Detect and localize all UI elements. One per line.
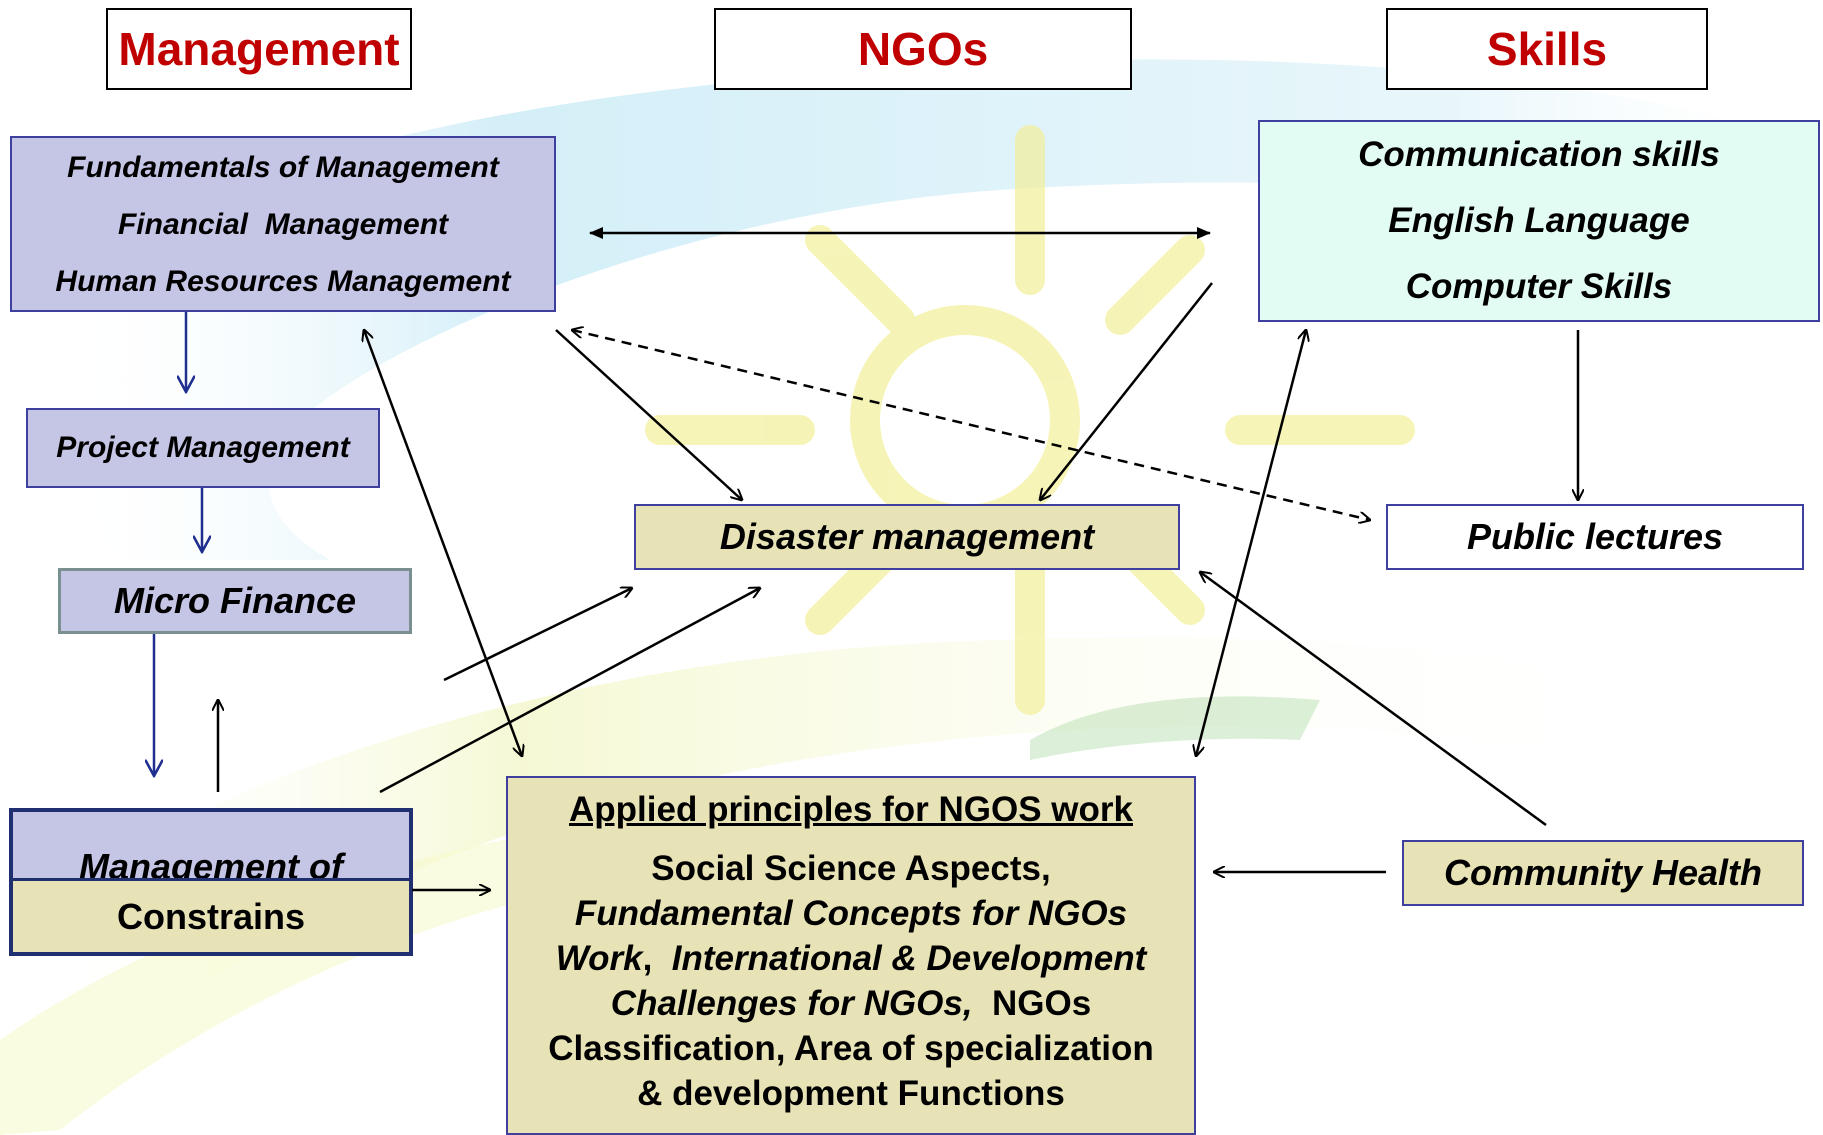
applied-line-challenges: Challenges for NGOs, NGOs (548, 981, 1154, 1026)
arrow-constrains-disaster (379, 588, 760, 794)
micro-finance-box: Micro Finance (58, 568, 412, 634)
header-skills-label: Skills (1486, 23, 1608, 75)
header-management-label: Management (118, 23, 400, 75)
arrow-skills-disaster (1040, 282, 1213, 500)
public-lectures-box: Public lectures (1386, 504, 1804, 570)
header-ngos-label: NGOs (857, 23, 989, 75)
arrow-community-disaster (1200, 572, 1547, 827)
arrow-skills-applied (1196, 330, 1306, 756)
applied-comma: , (642, 939, 672, 978)
skills-topic-communication: Communication skills (1358, 135, 1720, 174)
community-health-box: Community Health (1402, 840, 1804, 906)
community-health-label: Community Health (1443, 852, 1763, 893)
management-of-part: Management of (13, 812, 409, 887)
constrains-part: Constrains (13, 878, 409, 952)
project-management-label: Project Management (56, 431, 350, 464)
applied-principles-title: Applied principles for NGOS work (569, 790, 1133, 829)
arrow-management-public-lectures-dashed (572, 330, 1370, 520)
header-skills: Skills (1386, 8, 1708, 90)
applied-line-fundamental-concepts: Fundamental Concepts for NGOs (574, 894, 1128, 933)
applied-line-development: & development Functions (637, 1074, 1065, 1113)
applied-international-text: International & Development (671, 939, 1147, 978)
applied-line-social-science: Social Science Aspects, (651, 849, 1051, 888)
public-lectures-label: Public lectures (1466, 516, 1724, 557)
management-topic-fundamentals: Fundamentals of Management (67, 150, 499, 184)
skills-topics-box: Communication skills English Language Co… (1258, 120, 1820, 322)
constrains-label: Constrains (116, 895, 306, 937)
applied-challenges-text: Challenges for NGOs, (610, 984, 973, 1023)
skills-topic-computer: Computer Skills (1405, 267, 1673, 306)
management-topics-box: Fundamentals of Management Financial Man… (10, 136, 556, 312)
skills-topic-english: English Language (1388, 201, 1690, 240)
arrow-micro-disaster (443, 588, 632, 682)
management-topic-financial: Financial Management (117, 207, 449, 241)
applied-line-classification: Classification, Area of specialization (548, 1029, 1154, 1068)
applied-line-work: Work, International & Development (548, 936, 1154, 981)
management-topic-hr: Human Resources Management (55, 264, 511, 298)
arrow-management-applied (364, 330, 522, 756)
applied-principles-box: Applied principles for NGOS work Social … (506, 776, 1196, 1135)
arrow-management-disaster (555, 329, 742, 500)
header-ngos: NGOs (714, 8, 1132, 90)
applied-principles-body: Social Science Aspects, Fundamental Conc… (548, 846, 1154, 1116)
management-of-constrains-box: Management of Constrains (9, 808, 413, 956)
header-management: Management (106, 8, 412, 90)
applied-work-text: Work (555, 939, 643, 978)
micro-finance-label: Micro Finance (113, 580, 357, 621)
applied-ngos-text: NGOs (972, 984, 1092, 1023)
